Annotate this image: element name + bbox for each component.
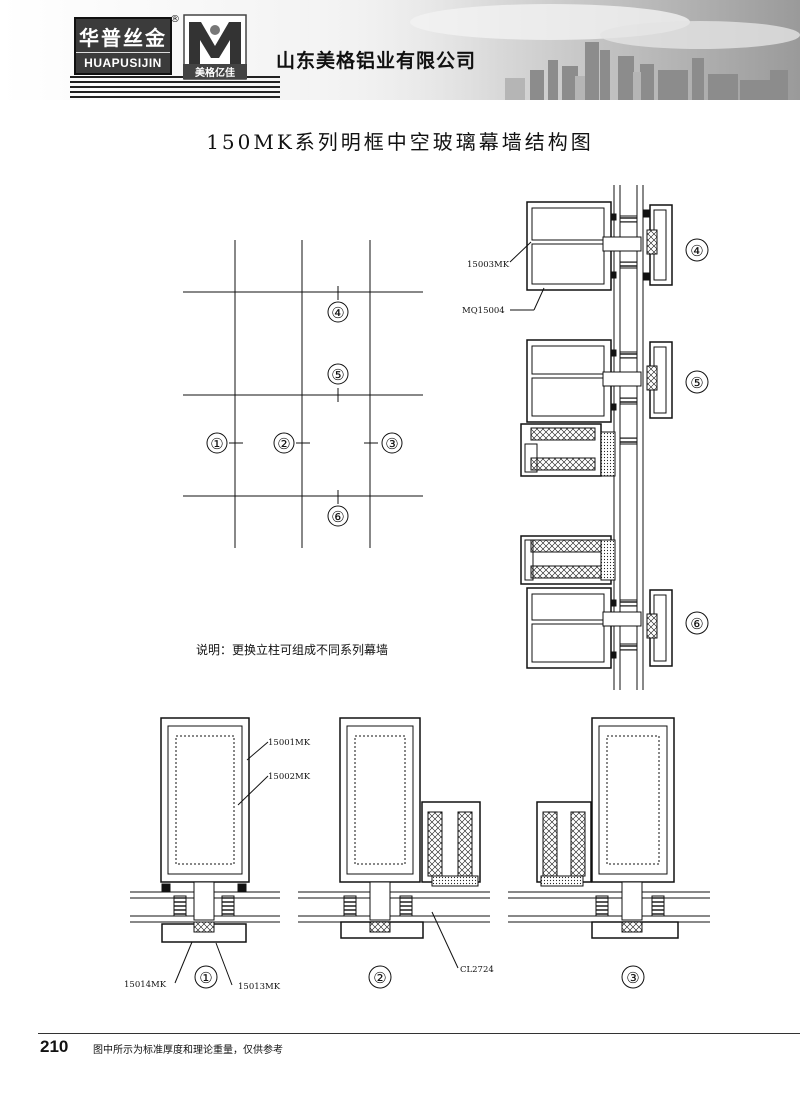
label-15002mk: 15002MK [268,772,311,782]
label-mq15004: MQ15004 [462,306,505,316]
page-header: 华普丝金 HUAPUSIJIN ® 美格亿佳 山东美格铝业有限公司 [0,0,800,100]
registered-mark: ® [170,14,180,25]
footer-note: 图中所示为标准厚度和理论重量，仅供参考 [93,1045,283,1056]
header-rule-lines [70,76,280,98]
elevation-grid [183,240,423,548]
section-1-detail [130,717,280,943]
page-number: 210 [40,1037,69,1056]
grid-marker-5: ⑤ [331,366,344,384]
grid-marker-1: ① [210,435,223,453]
label-15014mk: 15014MK [124,980,167,990]
grid-marker-4: ④ [331,304,344,322]
label-15001mk: 15001MK [268,738,311,748]
label-cl2724: CL2724 [460,965,494,975]
horizontal-sections [130,717,710,986]
section-markers-horizontal: ① ② ③ [194,965,645,989]
grid-marker-3: ③ [385,435,398,453]
section-marker-2: ② [373,969,386,987]
section-marker-1: ① [199,969,212,987]
grid-marker-2: ② [277,435,290,453]
section-5-detail [520,339,673,477]
section-marker-5: ⑤ [690,374,703,392]
company-name: 山东美格铝业有限公司 [276,50,477,72]
footer-rule [38,1033,800,1034]
section-2-detail [298,717,490,939]
page-title: 150MK系列明框中空玻璃幕墙结构图 [206,130,594,154]
drawing-note: 说明：更换立柱可组成不同系列幕墙 [196,643,389,657]
section-markers-vertical: ④ ⑤ ⑥ [685,238,709,635]
brand-name-cn: 华普丝金 [79,26,167,50]
section-6-detail [520,535,673,669]
grid-marker-6: ⑥ [331,508,344,526]
vertical-sections [509,185,673,690]
section-marker-4: ④ [690,242,703,260]
section-4-detail [526,201,673,291]
label-15013mk: 15013MK [238,982,281,992]
section-marker-3: ③ [626,969,639,987]
section-3-detail [508,717,710,939]
city-skyline-image [300,0,800,100]
brand-name-en: HUAPUSIJIN [76,52,170,70]
grid-markers: ④ ⑤ ⑥ ① ② ③ [206,301,403,527]
brand-logo: 华普丝金 HUAPUSIJIN [74,17,172,75]
label-15003mk: 15003MK [467,260,510,270]
section-marker-6: ⑥ [690,615,703,633]
logo-subtitle: 美格亿佳 [183,64,247,79]
